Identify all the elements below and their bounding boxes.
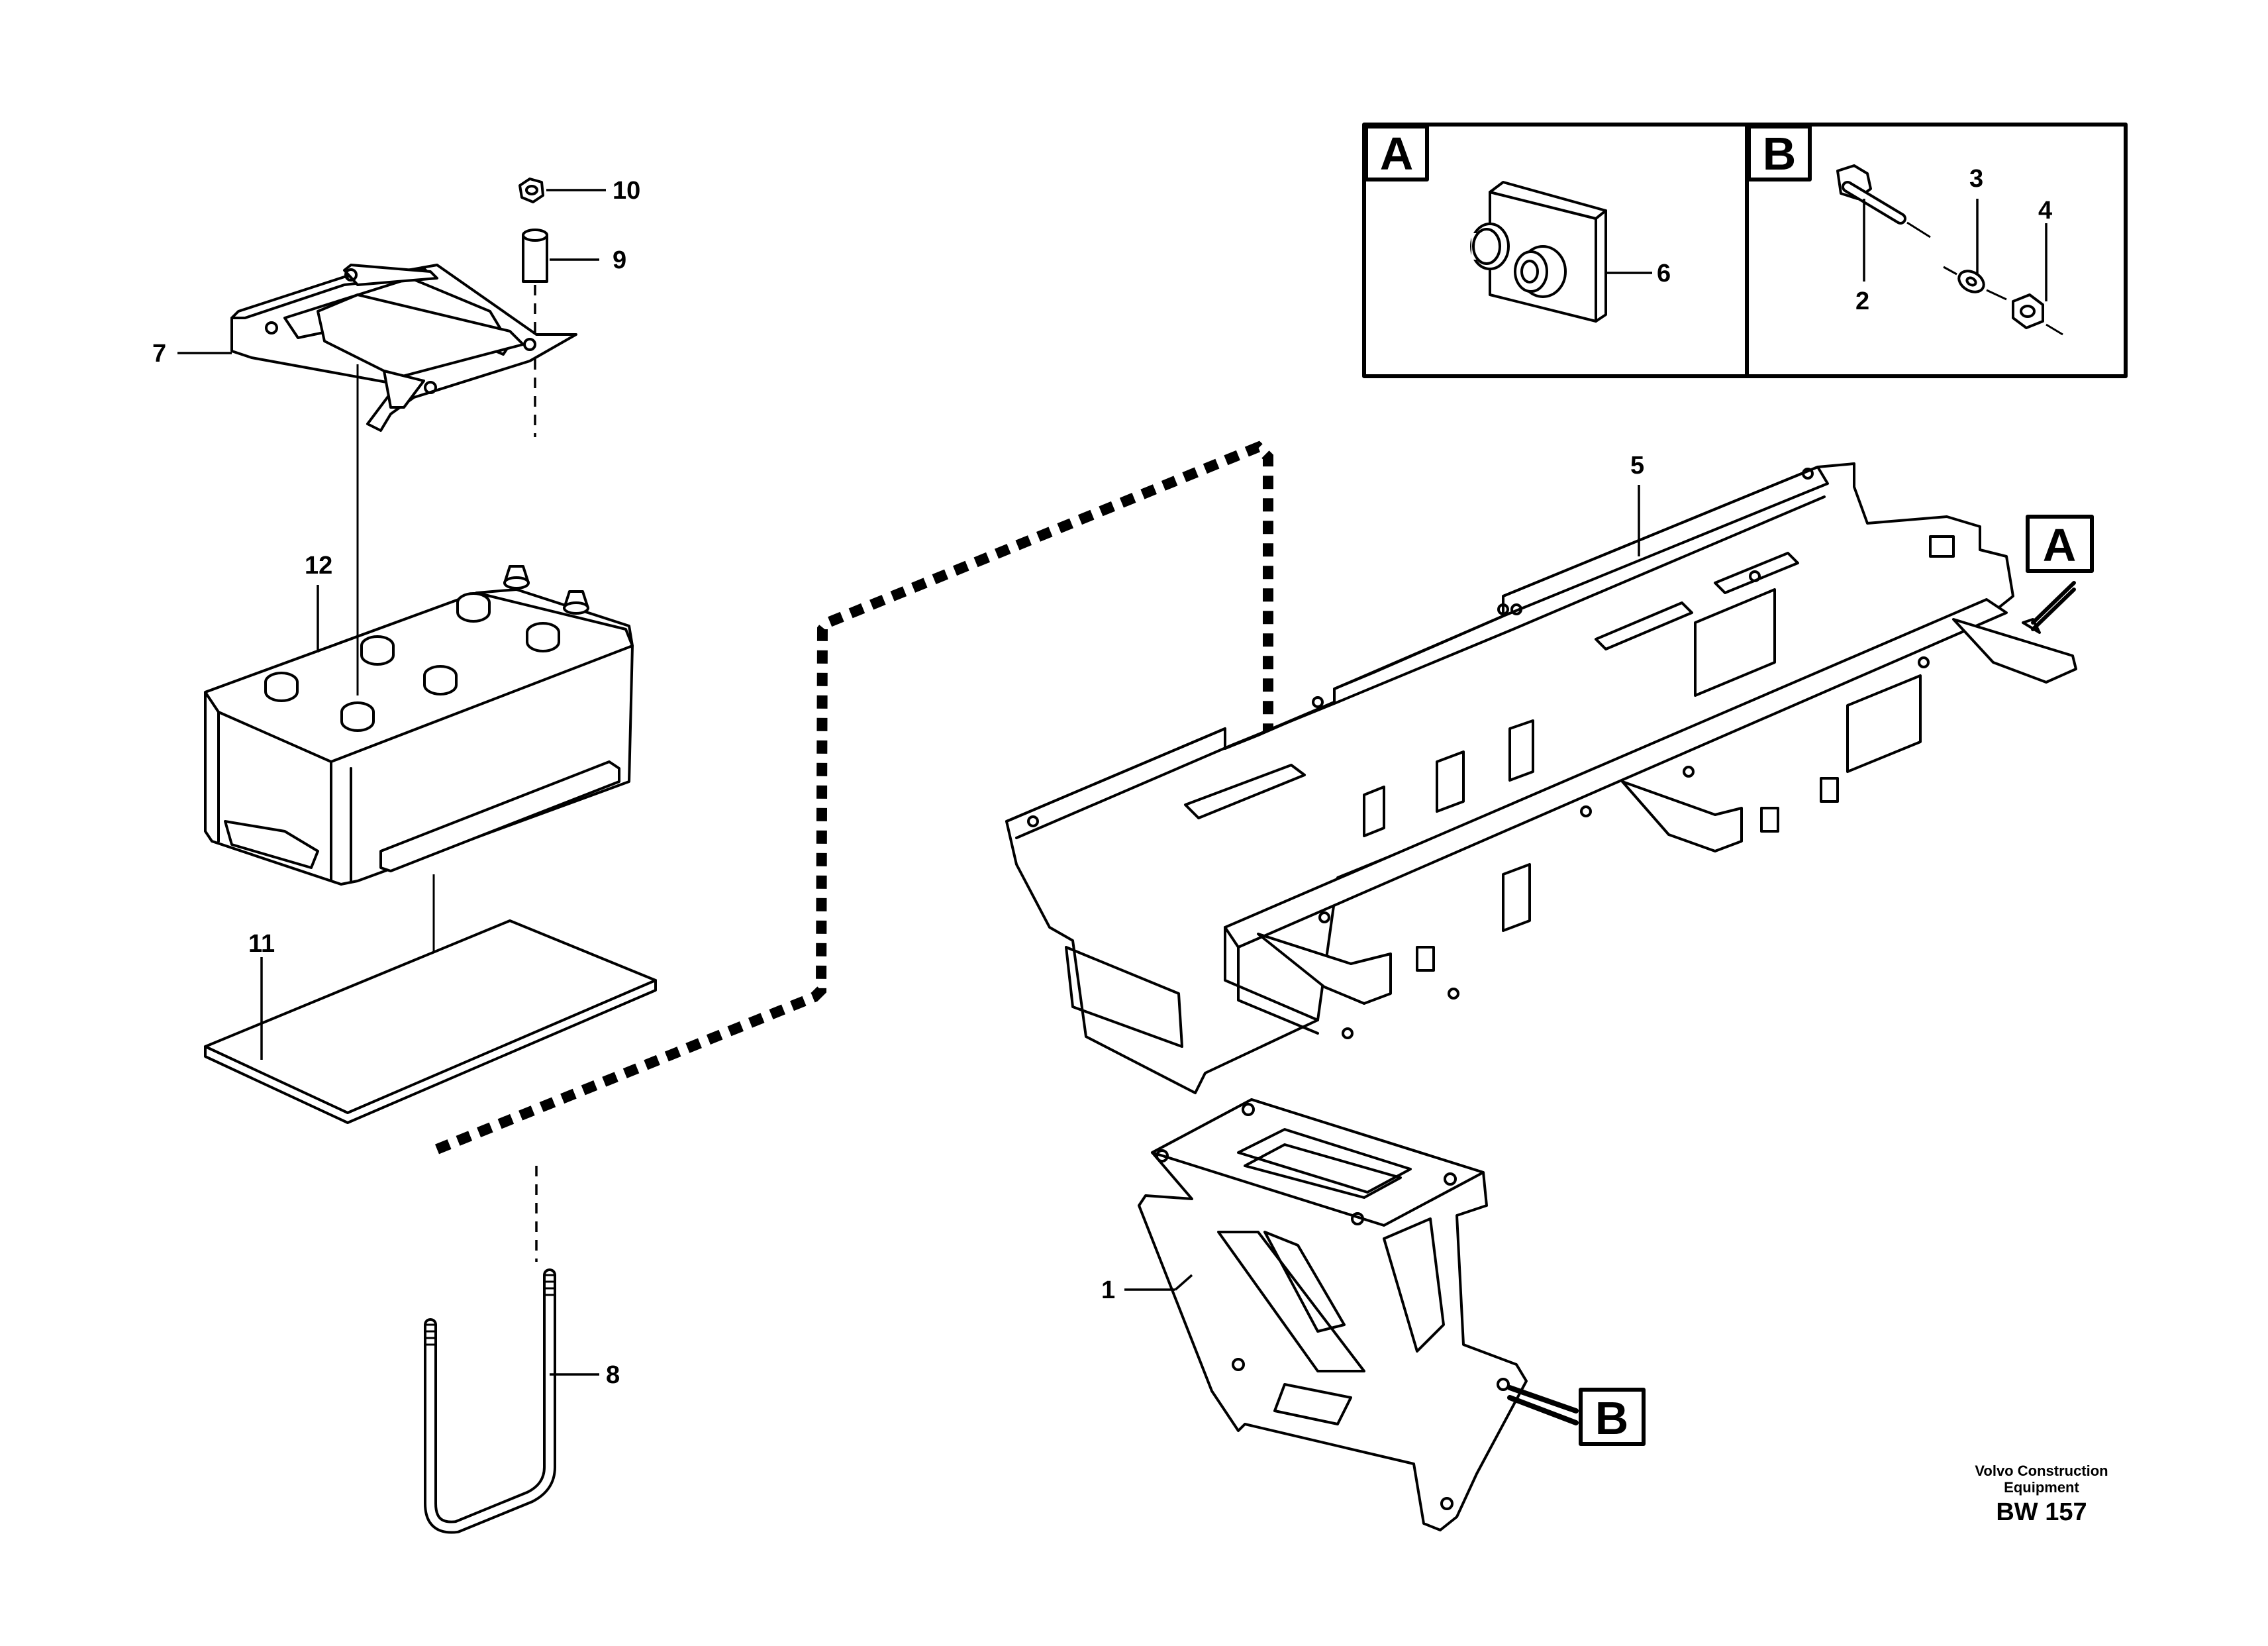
view-marker-b: B xyxy=(1507,1385,1646,1446)
rubber-mount-block xyxy=(1470,181,1607,323)
callout-3: 3 xyxy=(1969,165,1983,193)
battery-cap xyxy=(456,592,491,623)
battery-mat xyxy=(204,919,657,1124)
callout-12: 12 xyxy=(305,552,332,580)
callout-2: 2 xyxy=(1855,287,1869,315)
callout-5: 5 xyxy=(1630,452,1644,480)
leader-lines xyxy=(177,189,2047,1376)
battery-clamp xyxy=(230,264,577,432)
spacer-sleeve xyxy=(522,229,548,283)
battery-cap xyxy=(526,622,560,652)
battery-cap xyxy=(264,672,299,702)
callout-8: 8 xyxy=(606,1361,620,1389)
view-marker-a-label: A xyxy=(2043,519,2077,571)
position-indicator-line xyxy=(435,440,1273,1155)
callout-4: 4 xyxy=(2038,197,2052,225)
drawing-code: BW 157 xyxy=(1996,1498,2087,1526)
brand-line-2: Equipment xyxy=(2004,1479,2079,1496)
bolt-detail xyxy=(1836,164,2063,336)
battery-cap xyxy=(423,665,458,695)
callout-6: 6 xyxy=(1657,260,1671,287)
battery xyxy=(204,565,634,886)
brand-line-1: Volvo Construction xyxy=(1975,1463,2108,1479)
view-marker-a: A xyxy=(2022,515,2094,634)
battery-cap xyxy=(360,635,395,666)
detail-a-label: A xyxy=(1380,128,1414,180)
support-bracket xyxy=(1138,1098,1528,1531)
battery-box xyxy=(1005,462,2077,1094)
detail-b-label: B xyxy=(1763,128,1797,180)
u-bolt xyxy=(424,1268,556,1534)
battery-terminal xyxy=(503,565,530,590)
battery-terminal xyxy=(563,590,589,615)
callout-7: 7 xyxy=(152,340,166,368)
callout-9: 9 xyxy=(613,246,626,274)
battery-cap xyxy=(340,701,375,732)
detail-box: A B xyxy=(1362,123,2128,378)
flange-nut xyxy=(518,178,544,203)
callout-11: 11 xyxy=(248,930,275,958)
callout-10: 10 xyxy=(613,177,640,205)
callout-1: 1 xyxy=(1101,1276,1115,1304)
view-marker-b-label: B xyxy=(1595,1392,1629,1444)
